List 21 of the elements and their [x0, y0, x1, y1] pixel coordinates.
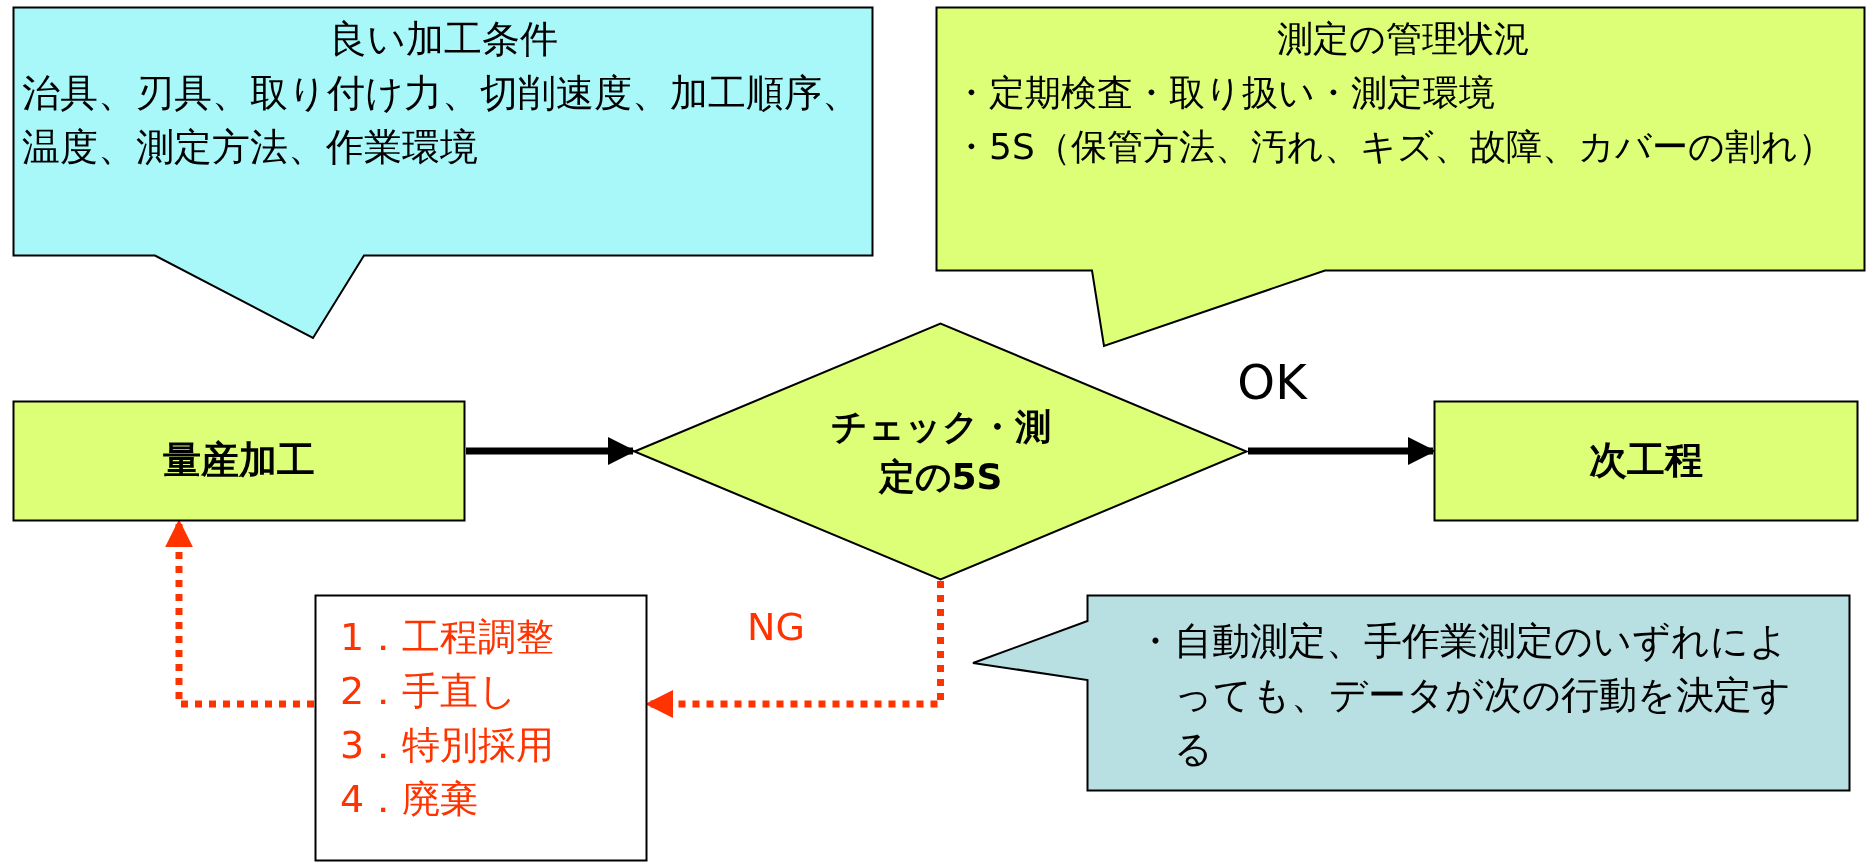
- callout-heading: 良い加工条件: [327, 16, 559, 63]
- callout-bubble: [12, 6, 874, 338]
- process-box: [12, 400, 466, 522]
- action-item: 3．特別採用: [340, 722, 556, 769]
- process-box: [1433, 400, 1859, 522]
- callout-text: 治具、刃具、取り付け力、切削速度、加工順序、温度、測定方法、作業環境: [22, 70, 861, 171]
- process-label: 次工程: [1589, 437, 1703, 485]
- callout-heading: 測定の管理状況: [1275, 17, 1531, 61]
- callout-text: ・5S（保管方法、汚れ、キズ、故障、カバーの割れ）: [953, 125, 1835, 169]
- process-label: 量産加工: [163, 437, 315, 485]
- arrow: [165, 519, 314, 708]
- action-item: 4．廃棄: [340, 776, 480, 823]
- callout-bubble: [935, 6, 1866, 346]
- callout-text: ・自動測定、手作業測定のいずれによっても、データが次の行動を決定する: [1136, 618, 1792, 773]
- callout-bubble: [973, 594, 1851, 792]
- callout-text: ・定期検査・取り扱い・測定環境: [953, 71, 1496, 115]
- action-list-box: [314, 594, 648, 862]
- arrow: [466, 437, 636, 465]
- action-item: 2．手直し: [340, 668, 519, 715]
- decision-label: チェック・測定の5S: [829, 404, 1052, 499]
- action-item: 1．工程調整: [340, 614, 556, 661]
